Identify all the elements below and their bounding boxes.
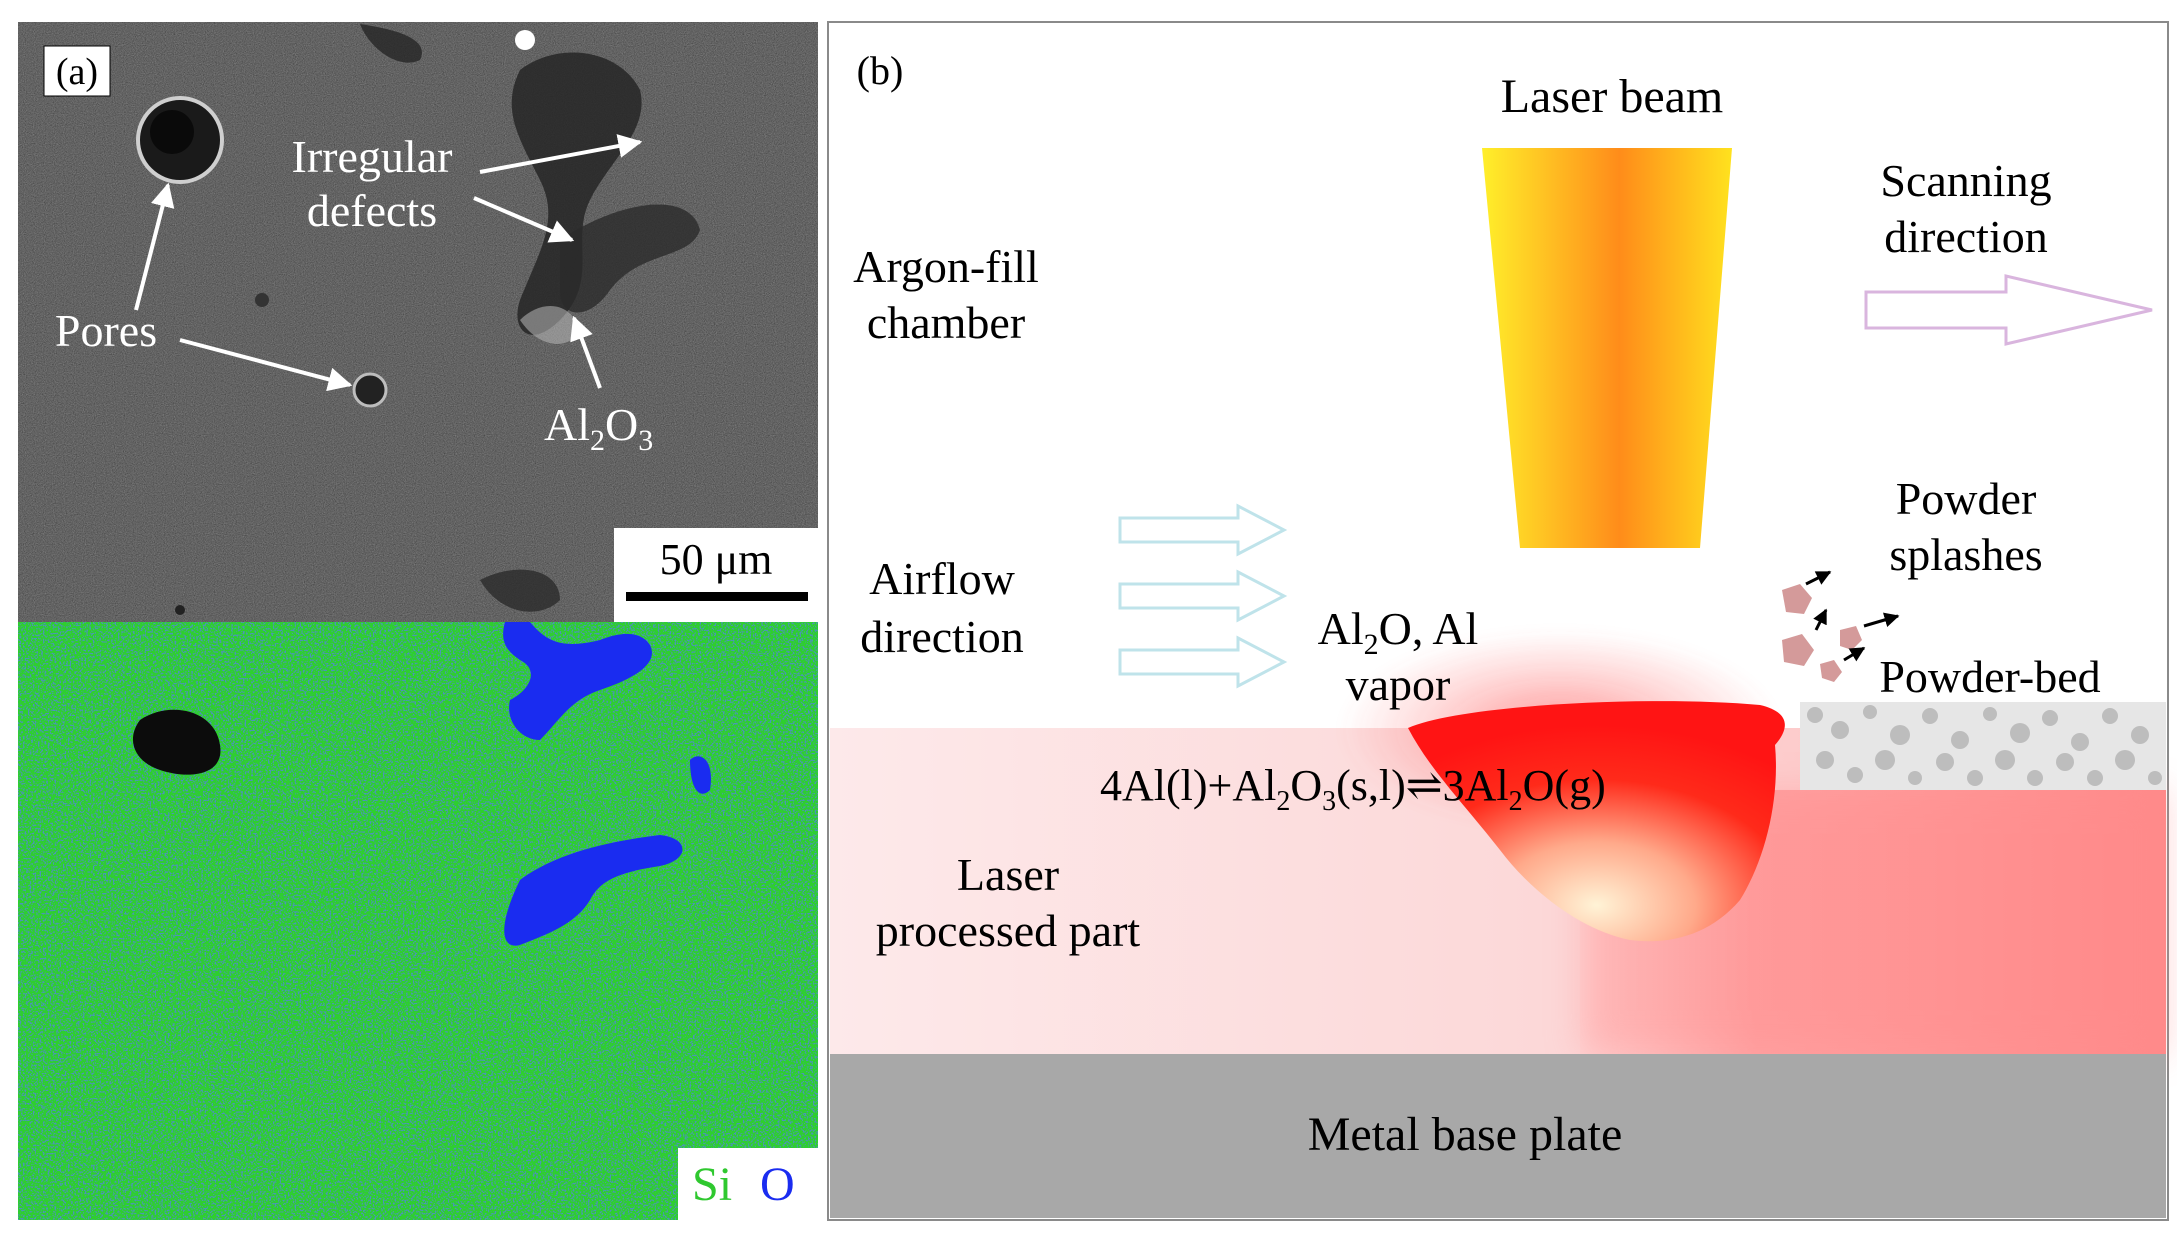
powder-bed <box>1800 702 2166 790</box>
eds-map: Si O <box>18 622 818 1220</box>
vapor-label-line2: vapor <box>1346 659 1451 710</box>
arrow-pores-2 <box>179 338 353 392</box>
al2o3-label: Al2O3 <box>544 399 653 457</box>
arrow-pores-1 <box>134 182 175 311</box>
airflow-line1: Airflow <box>869 553 1015 604</box>
argon-line1: Argon-fill <box>853 241 1039 292</box>
powder-bed-label: Powder-bed <box>1879 651 2100 702</box>
airflow-line2: direction <box>860 611 1024 662</box>
scanning-line1: Scanning <box>1880 155 2051 206</box>
argon-line2: chamber <box>867 297 1025 348</box>
pores-label: Pores <box>55 305 157 356</box>
panel-b: (b) Metal base plate <box>827 21 2169 1221</box>
scale-bar: 50 μm <box>614 528 818 622</box>
oxide-region-upper <box>503 622 652 740</box>
reaction-equation: 4Al(l)+Al2O3(s,l)⇌3Al2O(g) <box>1100 761 1606 817</box>
base-plate-label: Metal base plate <box>1308 1108 1623 1161</box>
laser-beam <box>1482 148 1732 548</box>
sem-image <box>18 22 818 622</box>
legend-si: Si <box>692 1158 732 1211</box>
airflow-arrows <box>1118 503 1288 689</box>
part-line2: processed part <box>876 905 1141 956</box>
panel-a: (a) Irregular defects Pores Al2O3 50 μm <box>18 22 818 1220</box>
scanning-line2: direction <box>1884 211 2048 262</box>
metal-base-plate <box>830 1054 2166 1218</box>
irregular-defects-line1: Irregular <box>292 131 453 182</box>
arrow-al2o3 <box>570 315 602 389</box>
panel-a-label: (a) <box>56 51 98 93</box>
splashes-line1: Powder <box>1896 473 2037 524</box>
scanning-arrow <box>1864 274 2153 346</box>
irregular-defects-line2: defects <box>307 185 437 236</box>
vapor-label-line1: Al2O, Al <box>1318 603 1479 661</box>
part-line1: Laser <box>957 849 1059 900</box>
powder-splash-particles <box>1782 570 1900 682</box>
legend-o: O <box>760 1158 795 1211</box>
splashes-line2: splashes <box>1889 529 2042 580</box>
oxide-region-lower <box>504 835 683 946</box>
arrow-irregular-2 <box>473 196 575 243</box>
panel-b-label: (b) <box>857 48 904 93</box>
small-pore <box>352 372 388 408</box>
scale-bar-label: 50 μm <box>660 535 773 584</box>
arrow-irregular-1 <box>479 134 643 174</box>
melt-pool <box>1408 701 1785 942</box>
laser-beam-label: Laser beam <box>1501 70 1724 123</box>
